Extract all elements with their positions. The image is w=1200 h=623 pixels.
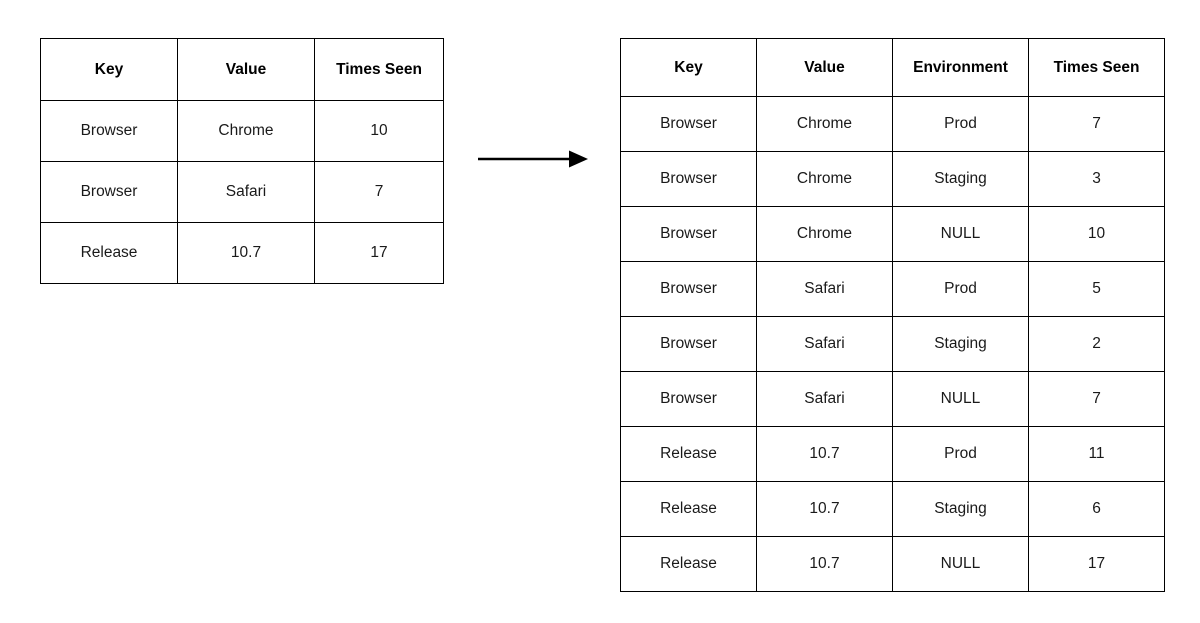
cell-key: Browser xyxy=(620,316,757,372)
cell-times-seen: 17 xyxy=(1028,536,1165,592)
cell-times-seen: 10 xyxy=(314,100,444,162)
cell-times-seen: 7 xyxy=(1028,96,1165,152)
column-header-key: Key xyxy=(40,38,178,101)
table-header-row: Key Value Times Seen xyxy=(40,38,444,101)
cell-key: Browser xyxy=(40,161,178,223)
cell-environment-null: NULL xyxy=(892,536,1029,592)
column-header-value: Value xyxy=(756,38,893,97)
transformation-arrow-icon xyxy=(478,150,588,168)
cell-key: Browser xyxy=(620,151,757,207)
cell-value: Safari xyxy=(756,316,893,372)
table-header-row: Key Value Environment Times Seen xyxy=(620,38,1165,97)
cell-value: Chrome xyxy=(756,151,893,207)
cell-environment: Staging xyxy=(892,316,1029,372)
cell-environment: Staging xyxy=(892,481,1029,537)
cell-environment: Prod xyxy=(892,261,1029,317)
cell-times-seen: 7 xyxy=(314,161,444,223)
cell-times-seen: 11 xyxy=(1028,426,1165,482)
cell-environment-null: NULL xyxy=(892,371,1029,427)
column-header-times-seen: Times Seen xyxy=(1028,38,1165,97)
cell-times-seen: 5 xyxy=(1028,261,1165,317)
cell-key: Release xyxy=(620,426,757,482)
cell-key: Browser xyxy=(40,100,178,162)
cell-environment: Prod xyxy=(892,426,1029,482)
cell-environment-null: NULL xyxy=(892,206,1029,262)
source-table-header: Key Value Times Seen xyxy=(40,38,444,101)
column-header-times-seen: Times Seen xyxy=(314,38,444,101)
cell-value: 10.7 xyxy=(756,536,893,592)
cell-key: Browser xyxy=(620,371,757,427)
cell-value: Safari xyxy=(756,371,893,427)
cell-key: Release xyxy=(620,481,757,537)
column-header-key: Key xyxy=(620,38,757,97)
result-table: Key Value Environment Times Seen Browser… xyxy=(620,38,1165,592)
cell-value: Chrome xyxy=(756,96,893,152)
column-header-environment: Environment xyxy=(892,38,1029,97)
cell-value: Chrome xyxy=(756,206,893,262)
cell-times-seen: 17 xyxy=(314,222,444,284)
column-header-value: Value xyxy=(177,38,315,101)
cell-value: Safari xyxy=(177,161,315,223)
cell-times-seen: 2 xyxy=(1028,316,1165,372)
cell-key: Browser xyxy=(620,96,757,152)
cell-key: Release xyxy=(620,536,757,592)
cell-key: Browser xyxy=(620,206,757,262)
cell-times-seen: 3 xyxy=(1028,151,1165,207)
cell-value: 10.7 xyxy=(756,426,893,482)
cell-environment: Prod xyxy=(892,96,1029,152)
cell-times-seen: 6 xyxy=(1028,481,1165,537)
cell-environment: Staging xyxy=(892,151,1029,207)
cell-times-seen: 10 xyxy=(1028,206,1165,262)
cell-value: 10.7 xyxy=(177,222,315,284)
cell-value: 10.7 xyxy=(756,481,893,537)
cell-key: Release xyxy=(40,222,178,284)
cell-value: Safari xyxy=(756,261,893,317)
cell-value: Chrome xyxy=(177,100,315,162)
result-table-header: Key Value Environment Times Seen xyxy=(620,38,1165,97)
cell-times-seen: 7 xyxy=(1028,371,1165,427)
cell-key: Browser xyxy=(620,261,757,317)
